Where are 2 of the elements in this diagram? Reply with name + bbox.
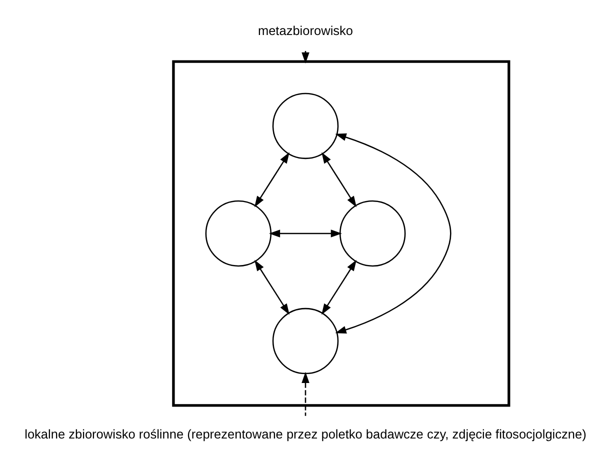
node-text: metazbiorowisko: [257, 23, 353, 38]
node-text: lokalne zbiorowisko roślinne (reprezentowane przez poletko badawcze czy, zdjęcie fitosocjolgiczne): [24, 426, 586, 442]
